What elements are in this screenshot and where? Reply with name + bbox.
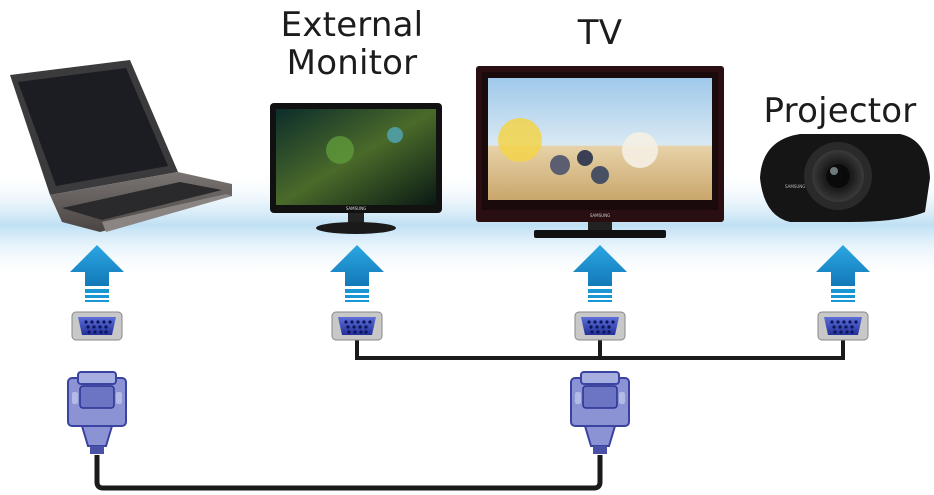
cable-lower [94, 455, 603, 491]
projector-brand: SAMSUNG [785, 184, 805, 189]
vga-connector-icon [67, 371, 127, 454]
vga-port-icon [817, 311, 869, 341]
up-arrow-icon [573, 245, 627, 302]
up-arrow-icon [70, 245, 124, 302]
monitor-brand: SAMSUNG [346, 206, 366, 211]
vga-port-icon [574, 311, 626, 341]
tv-icon: SAMSUNG [476, 66, 724, 238]
laptop-icon [10, 60, 232, 232]
vga-port-icon [331, 311, 383, 341]
projector-label: Projector [763, 91, 917, 131]
tv-brand: SAMSUNG [590, 213, 610, 218]
external-monitor-label-line1: External [280, 5, 424, 45]
external-monitor-label-line2: Monitor [286, 43, 418, 83]
projector-icon: SAMSUNG [760, 134, 930, 222]
vga-port-icon [71, 311, 123, 341]
vga-connector-icon [570, 371, 630, 454]
tv-label: TV [577, 13, 623, 53]
external-monitor-label: External Monitor [262, 6, 442, 82]
up-arrow-icon [816, 245, 870, 302]
up-arrow-icon [330, 245, 384, 302]
cable-upper [355, 338, 845, 360]
monitor-icon: SAMSUNG [270, 103, 442, 234]
